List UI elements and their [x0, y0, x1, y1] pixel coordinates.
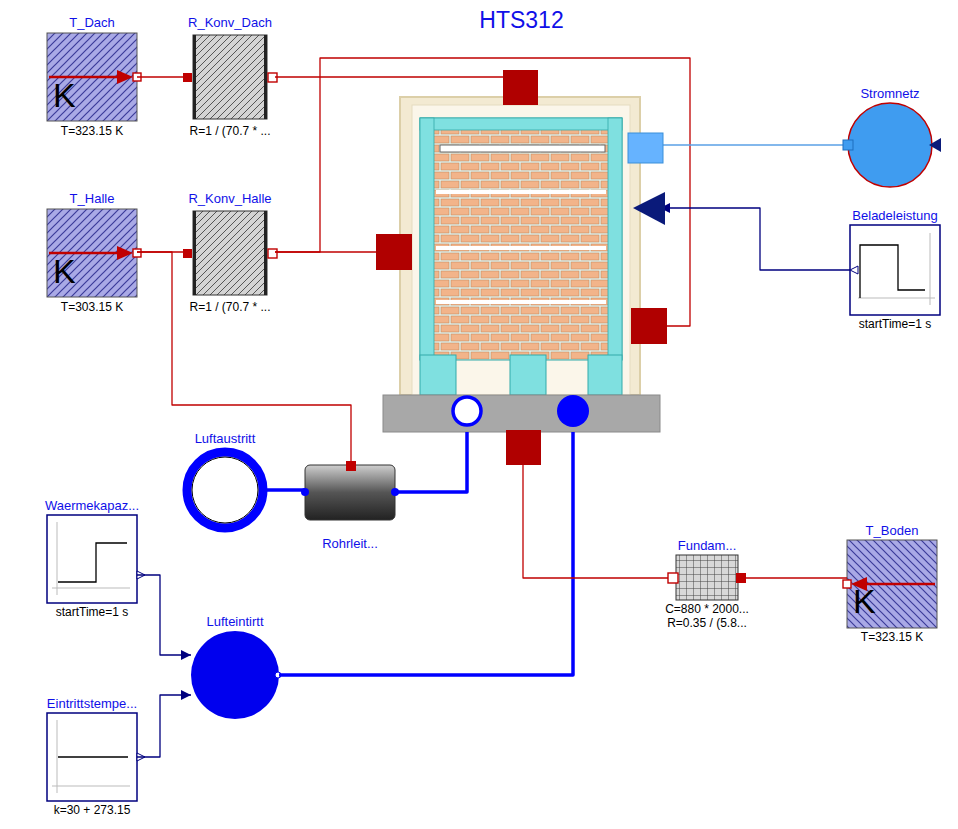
parameter-value: R=1 / (70.7 * ...: [189, 124, 270, 138]
wire-line: [395, 432, 467, 492]
parameter-value: R=0.35 / (5.8...: [667, 616, 747, 630]
storage-unit: HTS312: [383, 97, 660, 432]
connection-wire: [660, 203, 850, 270]
wire-line: [137, 575, 191, 655]
convection-resistor: R_Konv_HalleR=1 / (70.7 * ...: [185, 208, 275, 298]
wire-line: [137, 76, 185, 77]
wire-line: [660, 208, 850, 270]
wire-line: [660, 144, 848, 146]
unit-letter: K: [853, 581, 876, 622]
parameter-value: startTime=1 s: [56, 605, 129, 619]
arrow-head: [181, 690, 191, 700]
wire-line: [279, 432, 573, 675]
parameter-value: R=1 / (70.7 * ...: [189, 300, 270, 314]
wire-line: [137, 695, 191, 757]
connection-wire: [395, 432, 467, 492]
connection-wire: [137, 77, 185, 78]
connection-wire: [137, 690, 191, 757]
instance-name: T_Boden: [866, 523, 919, 539]
wire-line: [267, 488, 305, 492]
instance-name: Fundam...: [678, 538, 737, 554]
connection-wire: [137, 252, 351, 465]
connection-wire: [279, 432, 573, 675]
instance-name: R_Konv_Halle: [188, 191, 271, 207]
connection-wire: [275, 58, 690, 326]
connection-wire: [738, 578, 847, 579]
parameter-value: startTime=1 s: [859, 317, 932, 331]
instance-name: Stromnetz: [860, 86, 919, 102]
unit-letter: K: [53, 251, 76, 292]
foundation-element: Fundam...C=880 * 2000...R=0.35 / (5.8...: [676, 555, 738, 600]
instance-name: R_Konv_Dach: [188, 15, 272, 31]
wire-line: [275, 58, 690, 326]
unit-letter: K: [53, 75, 76, 116]
arrow-head: [181, 650, 191, 660]
connection-wire: [275, 77, 520, 97]
instance-name: Beladeleistung: [852, 208, 937, 224]
convection-resistor: R_Konv_DachR=1 / (70.7 * ...: [185, 32, 275, 122]
temperature-source: T_DachKT=323.15 K: [47, 32, 137, 122]
instance-name: Luftaustritt: [195, 431, 256, 447]
wire-line: [523, 432, 676, 578]
constant-signal: Eintrittstempe...k=30 + 273.15: [47, 713, 137, 801]
parameter-value: k=30 + 273.15: [54, 803, 131, 817]
instance-name: T_Dach: [69, 15, 115, 31]
instance-name: T_Halle: [70, 191, 115, 207]
fluid-source: Lufteintirtt: [191, 631, 279, 719]
connection-wire: [660, 145, 848, 146]
wire-line: [137, 252, 351, 465]
parameter-value: T=323.15 K: [61, 124, 123, 138]
pipe: Rohrleit...: [305, 465, 395, 520]
instance-name: Waermekapaz...: [45, 498, 139, 514]
component-title: HTS312: [479, 7, 563, 35]
step-signal: Waermekapaz...startTime=1 s: [47, 515, 137, 603]
temperature-source: T_HalleKT=303.15 K: [47, 208, 137, 298]
connection-wire: [523, 432, 676, 578]
instance-name: Rohrleit...: [322, 536, 378, 552]
connection-wire: [137, 575, 191, 660]
wire-line: [275, 77, 520, 97]
step-signal: BeladeleistungstartTime=1 s: [850, 225, 940, 315]
instance-name: Lufteintirtt: [206, 614, 263, 630]
parameter-value: C=880 * 2000...: [665, 602, 749, 616]
temperature-source: T_BodenKT=323.15 K: [847, 540, 937, 628]
instance-name: Eintrittstempe...: [47, 696, 137, 712]
parameter-value: T=303.15 K: [61, 300, 123, 314]
parameter-value: T=323.15 K: [861, 630, 923, 644]
connection-wire: [267, 490, 305, 491]
power-grid: Stromnetz: [848, 103, 932, 187]
wire-line: [738, 577, 847, 578]
fluid-sink: Luftaustritt: [183, 448, 267, 532]
